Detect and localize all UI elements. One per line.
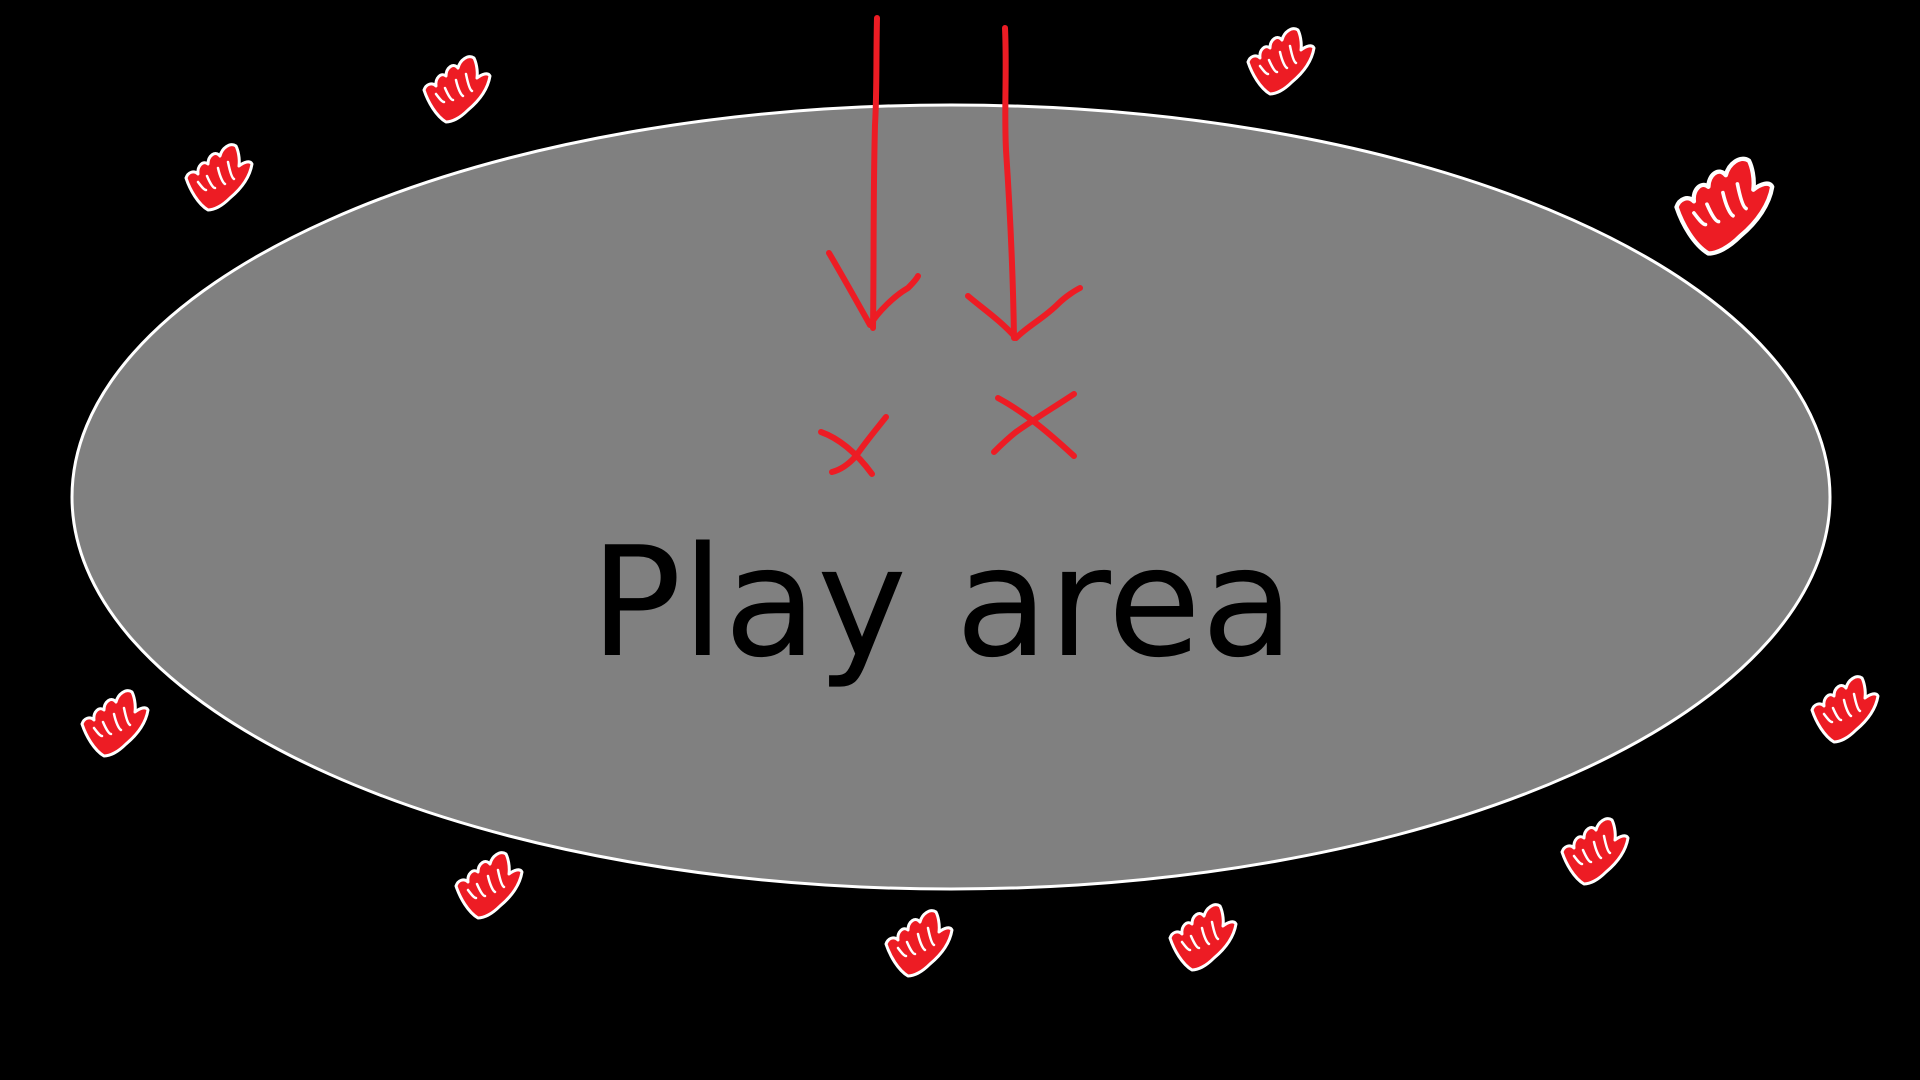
target-x-left <box>818 414 889 477</box>
x-mark-icon-stroke <box>991 391 1077 455</box>
flame-icon <box>1560 817 1630 886</box>
play-area-ellipse <box>70 103 1832 891</box>
arrowhead-left <box>826 250 921 328</box>
flame-icon <box>1810 675 1880 744</box>
x-mark-icon <box>995 395 1077 459</box>
flame-icon <box>80 689 150 758</box>
arrow-down-icon <box>870 15 880 331</box>
arrowhead-right <box>965 285 1083 341</box>
flame-icon <box>1168 903 1238 972</box>
flame-icon <box>884 909 954 978</box>
flame-icon <box>422 55 492 124</box>
flame-icon <box>454 851 524 920</box>
x-mark-icon <box>818 429 875 477</box>
flame-icon <box>1246 27 1316 96</box>
down-arrow-left <box>826 15 921 331</box>
arrow-down-icon <box>1002 25 1017 341</box>
down-arrow-right <box>965 25 1083 341</box>
flame-icon <box>184 143 254 212</box>
flame-icon <box>1677 159 1773 254</box>
play-area-label: Play area <box>590 514 1294 691</box>
x-mark-icon-stroke <box>829 414 889 475</box>
target-x-right <box>991 391 1077 459</box>
